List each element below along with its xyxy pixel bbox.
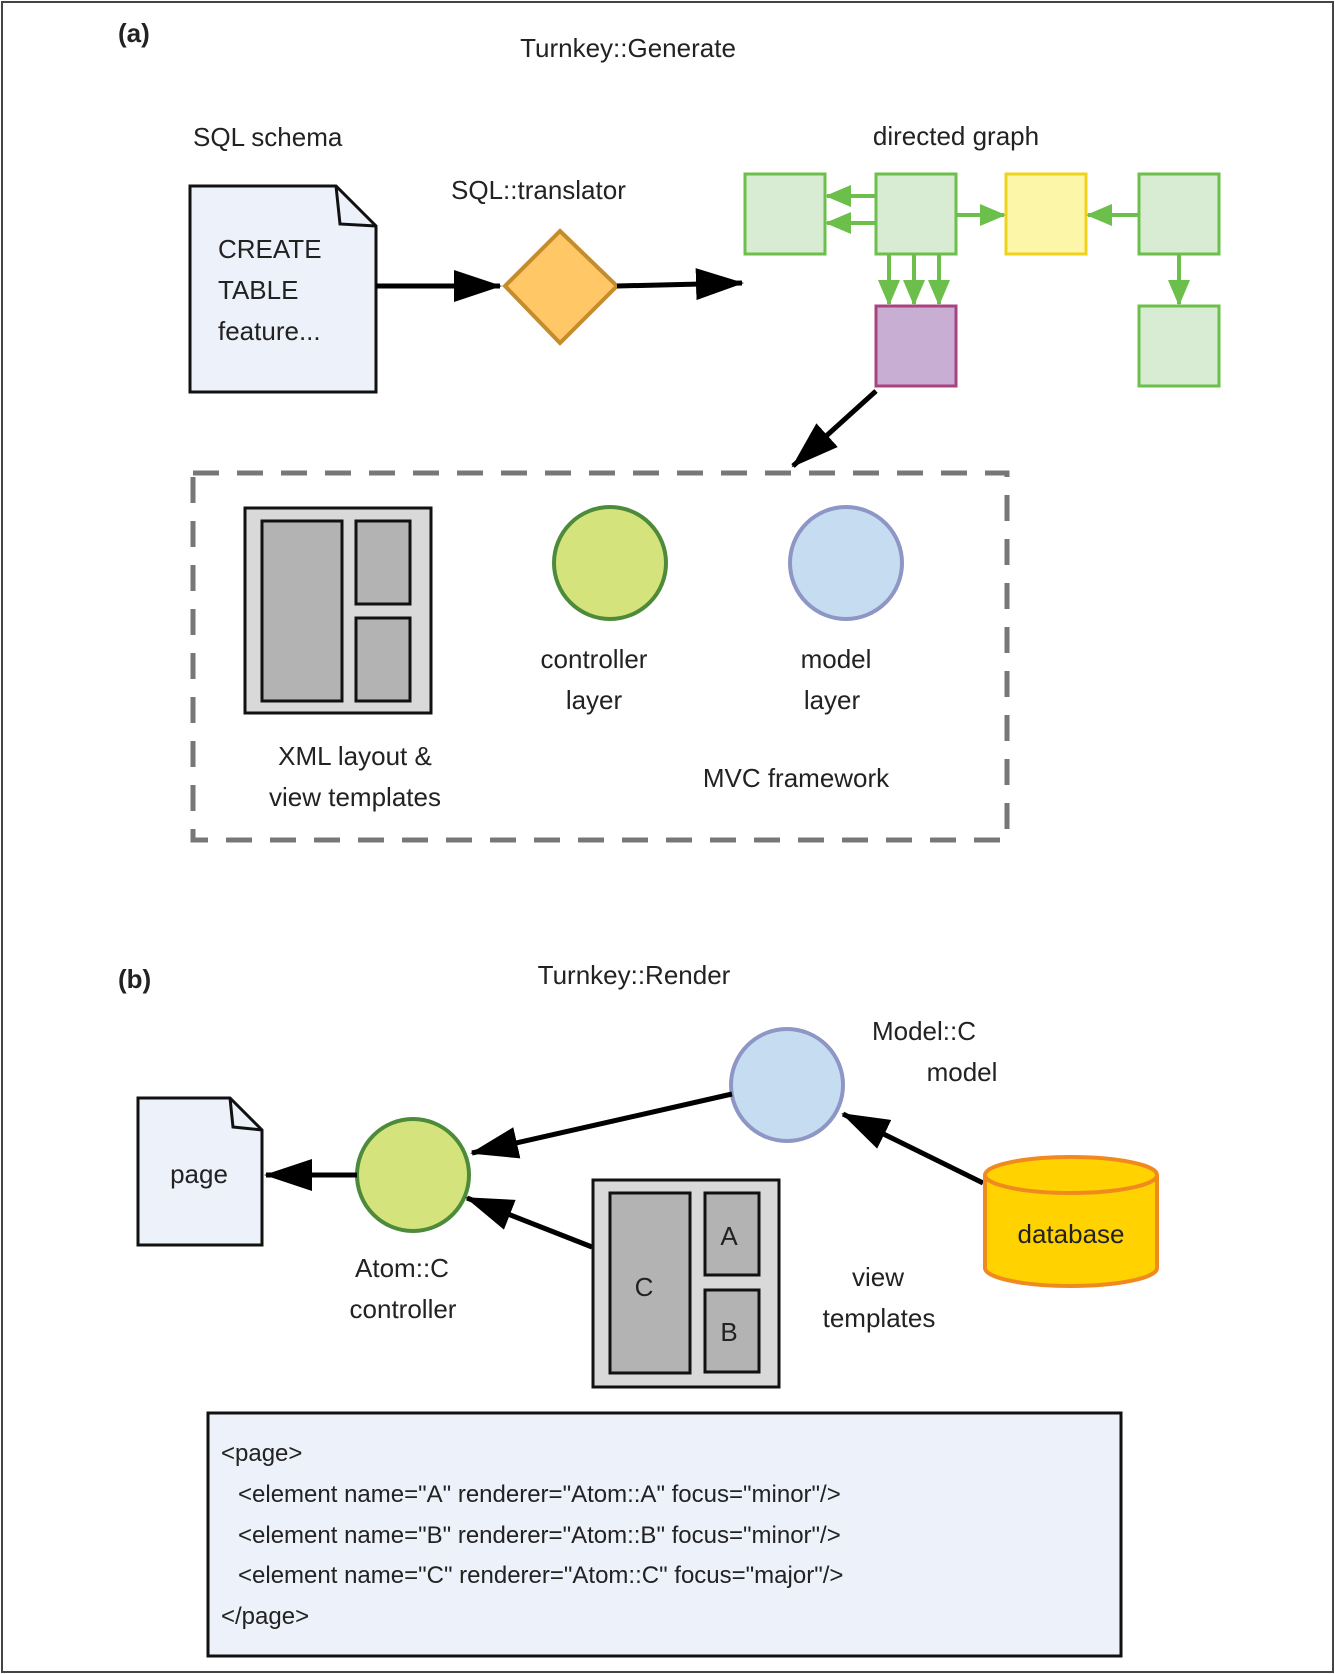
graph-node-purple xyxy=(874,304,958,388)
controller-label-line-2: layer xyxy=(566,685,623,715)
directed-graph xyxy=(743,172,1221,388)
view-templates-label-line-1: view xyxy=(852,1262,904,1292)
sql-schema-document: CREATE TABLE feature... xyxy=(188,184,378,394)
model-c-label-line-2: model xyxy=(927,1057,998,1087)
atom-c-label-line-2: controller xyxy=(350,1294,457,1324)
atom-c-controller-circle xyxy=(355,1117,471,1233)
code-line-3: <element name="B" renderer="Atom::B" foc… xyxy=(238,1522,841,1549)
xml-layout-icon xyxy=(243,506,433,715)
view-templates-icon: C A B xyxy=(591,1178,781,1389)
view-templates-label-line-2: templates xyxy=(823,1303,936,1333)
graph-to-mvc-arrow xyxy=(791,389,878,468)
model-to-controller-arrow xyxy=(470,1091,733,1159)
graph-node-3 xyxy=(1004,172,1088,256)
code-line-2: <element name="A" renderer="Atom::A" foc… xyxy=(238,1481,841,1508)
template-cell-c-label: C xyxy=(635,1272,654,1302)
translator-label: SQL::translator xyxy=(451,175,626,205)
doc-line-1: CREATE xyxy=(218,234,322,264)
template-cell-c xyxy=(608,1191,692,1375)
template-cell-a xyxy=(703,1191,761,1277)
page-label: page xyxy=(170,1159,228,1189)
panel-b-letter: (b) xyxy=(118,964,151,994)
code-line-1: <page> xyxy=(221,1440,302,1467)
graph-node-4 xyxy=(1137,172,1221,256)
graph-label: directed graph xyxy=(873,121,1039,151)
panel-a-title: Turnkey::Generate xyxy=(520,33,736,63)
model-layer-circle xyxy=(788,505,904,621)
graph-node-1 xyxy=(743,172,827,256)
doc-line-2: TABLE xyxy=(218,275,298,305)
template-cell-b xyxy=(703,1288,761,1374)
sql-schema-label: SQL schema xyxy=(193,122,343,152)
panel-b-title: Turnkey::Render xyxy=(538,960,731,990)
xml-label-line-1: XML layout & xyxy=(278,741,432,771)
graph-node-2 xyxy=(874,172,958,256)
translator-to-graph-arrow xyxy=(616,268,744,301)
database-to-model-arrow xyxy=(841,1111,985,1186)
mvc-framework-box xyxy=(190,470,1010,843)
code-line-5: </page> xyxy=(221,1603,309,1630)
xml-label-line-2: view templates xyxy=(269,782,441,812)
template-cell-a-label: A xyxy=(720,1221,738,1251)
code-line-4: <element name="C" renderer="Atom::C" foc… xyxy=(238,1562,843,1589)
mvc-framework-label: MVC framework xyxy=(703,763,890,793)
model-label-line-1: model xyxy=(801,644,872,674)
template-cell-b-label: B xyxy=(720,1317,737,1347)
model-c-circle xyxy=(729,1027,845,1143)
translator-diamond xyxy=(502,228,620,346)
doc-line-3: feature... xyxy=(218,316,321,346)
database-label: database xyxy=(1018,1219,1125,1249)
templates-to-controller-arrow xyxy=(465,1195,593,1250)
controller-layer-circle xyxy=(552,505,668,621)
atom-c-label-line-1: Atom::C xyxy=(355,1253,449,1283)
xml-code-box: <page> <element name="A" renderer="Atom:… xyxy=(206,1411,1123,1658)
graph-node-6 xyxy=(1137,304,1221,388)
model-c-label-line-1: Model::C xyxy=(872,1016,976,1046)
controller-label-line-1: controller xyxy=(541,644,648,674)
panel-a-letter: (a) xyxy=(118,18,150,48)
model-label-line-2: layer xyxy=(804,685,861,715)
page-document: page xyxy=(136,1096,264,1247)
database-cylinder: database xyxy=(983,1155,1159,1288)
